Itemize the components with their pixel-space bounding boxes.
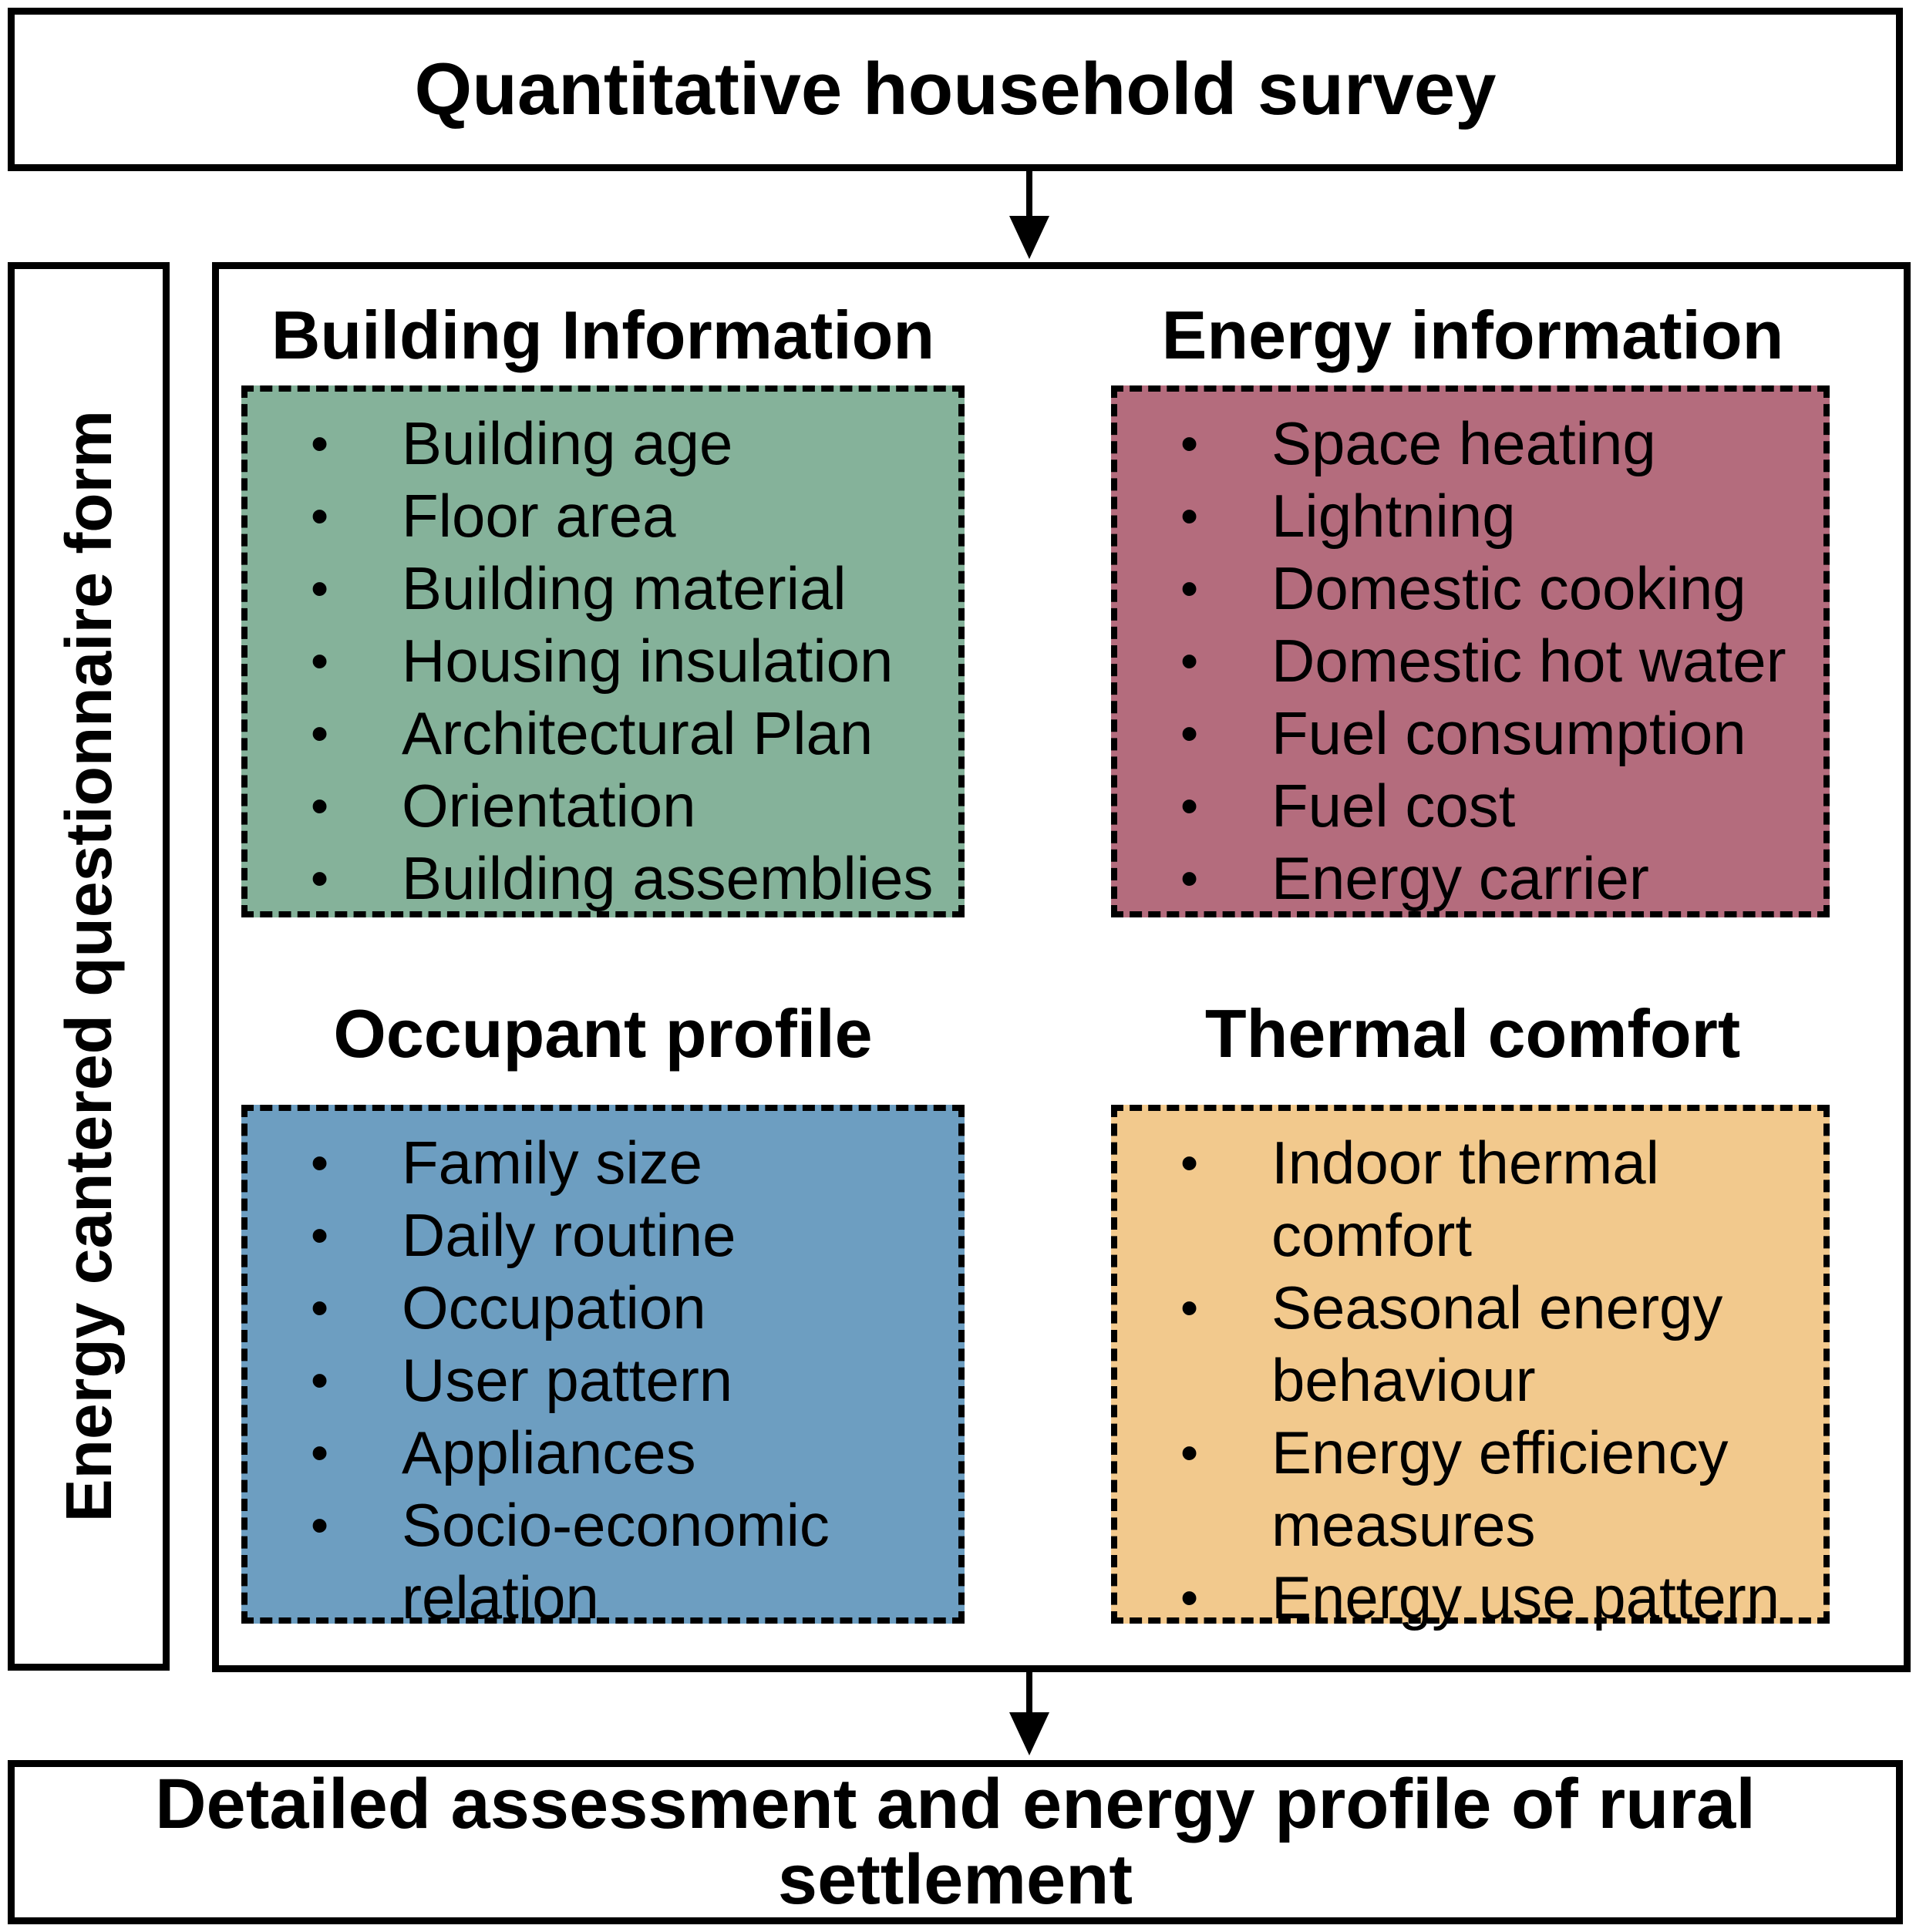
list-item-label: Building age: [402, 409, 733, 477]
list-item-label: Occupation: [402, 1274, 706, 1341]
list-item-label: Building assemblies: [402, 844, 934, 912]
list-item: • Architectural Plan: [297, 697, 948, 769]
list-item: • Energy carrier: [1167, 842, 1813, 914]
arrow-shaft: [1026, 1669, 1032, 1714]
list-item: • Socio-economic relation: [297, 1489, 948, 1634]
list-item-label: Space heating: [1271, 409, 1656, 477]
list-item-label: Energy carrier: [1271, 844, 1649, 912]
bullet-icon: •: [311, 1351, 329, 1409]
main-panel: Building Information • Building age • Fl…: [212, 262, 1911, 1672]
bullet-icon: •: [1180, 1569, 1199, 1626]
building-information-box: • Building age • Floor area • Building m…: [241, 385, 965, 917]
bullet-icon: •: [311, 415, 329, 472]
list-item: • Building material: [297, 552, 948, 624]
list-item: • Fuel consumption: [1167, 697, 1813, 769]
bullet-icon: •: [311, 1496, 329, 1553]
bullet-icon: •: [311, 1424, 329, 1481]
list-item: • Space heating: [1167, 407, 1813, 480]
arrow-down-1: [1009, 171, 1049, 259]
list-item-label: Fuel consumption: [1271, 699, 1746, 767]
bullet-icon: •: [1180, 1134, 1199, 1191]
arrow-down-2: [1009, 1669, 1049, 1760]
list-item-label: Floor area: [402, 482, 676, 550]
bullet-icon: •: [311, 1279, 329, 1336]
occupant-profile-box: • Family size • Daily routine • Occupati…: [241, 1105, 965, 1631]
bottom-box-label: Detailed assessment and energy profile o…: [155, 1764, 1756, 1919]
list-item-label: Building material: [402, 554, 847, 622]
list-item-label: Architectural Plan: [402, 699, 874, 767]
list-item-label: Domestic cooking: [1271, 554, 1746, 622]
bullet-icon: •: [1180, 777, 1199, 834]
bullet-icon: •: [1180, 1279, 1199, 1336]
list-item-label: Lightning: [1271, 482, 1516, 550]
list-item: • Appliances: [297, 1416, 948, 1489]
bullet-icon: •: [1180, 487, 1199, 544]
bullet-icon: •: [311, 1134, 329, 1191]
bullet-icon: •: [311, 850, 329, 907]
list-item: • User pattern: [297, 1344, 948, 1416]
bullet-icon: •: [1180, 560, 1199, 617]
list-item-label: Energy efficiency measures: [1271, 1419, 1729, 1559]
list-item: • Fuel cost: [1167, 769, 1813, 842]
bullet-icon: •: [311, 777, 329, 834]
top-box-label: Quantitative household survey: [414, 47, 1497, 130]
list-item: • Occupation: [297, 1271, 948, 1344]
bullet-icon: •: [311, 705, 329, 762]
list-item: • Indoor thermal comfort: [1167, 1126, 1813, 1271]
section-title-thermal-comfort: Thermal comfort: [1204, 995, 1741, 1072]
list-item: • Domestic hot water: [1167, 624, 1813, 697]
list-item-label: Orientation: [402, 772, 696, 840]
list-item-label: Indoor thermal comfort: [1271, 1129, 1659, 1269]
list-item-label: Domestic hot water: [1271, 627, 1786, 695]
top-box: Quantitative household survey: [8, 8, 1903, 171]
list-item: • Housing insulation: [297, 624, 948, 697]
bottom-box: Detailed assessment and energy profile o…: [8, 1760, 1903, 1924]
list-item: • Orientation: [297, 769, 948, 842]
arrow-head-icon: [1009, 216, 1049, 259]
section-title-occupant-profile: Occupant profile: [333, 995, 873, 1072]
bullet-icon: •: [311, 1207, 329, 1264]
list-item-label: Socio-economic relation: [402, 1491, 830, 1631]
list-item: • Family size: [297, 1126, 948, 1199]
list-item-label: User pattern: [402, 1346, 733, 1414]
bullet-icon: •: [311, 487, 329, 544]
list-item-label: Energy use pattern: [1271, 1563, 1780, 1631]
arrow-shaft: [1026, 171, 1032, 217]
list-item: • Building assemblies: [297, 842, 948, 914]
bullet-icon: •: [1180, 705, 1199, 762]
list-item-label: Housing insulation: [402, 627, 894, 695]
thermal-comfort-box: • Indoor thermal comfort • Seasonal ener…: [1111, 1105, 1830, 1631]
bullet-icon: •: [1180, 1424, 1199, 1481]
list-item-label: Seasonal energy behaviour: [1271, 1274, 1723, 1414]
list-item-label: Appliances: [402, 1419, 696, 1486]
list-item: • Seasonal energy behaviour: [1167, 1271, 1813, 1416]
section-title-building-information: Building Information: [271, 297, 935, 373]
energy-information-box: • Space heating • Lightning • Domestic c…: [1111, 385, 1830, 917]
list-item: • Building age: [297, 407, 948, 480]
list-item: • Energy efficiency measures: [1167, 1416, 1813, 1561]
list-item-label: Daily routine: [402, 1201, 736, 1269]
bullet-icon: •: [311, 632, 329, 689]
list-item: • Energy use pattern: [1167, 1561, 1813, 1634]
bullet-icon: •: [311, 560, 329, 617]
sidebar-questionnaire-form: Energy cantered questionnaire form: [8, 262, 170, 1671]
list-item: • Daily routine: [297, 1199, 948, 1271]
list-item-label: Family size: [402, 1129, 703, 1197]
list-item: • Domestic cooking: [1167, 552, 1813, 624]
bullet-icon: •: [1180, 415, 1199, 472]
list-item-label: Fuel cost: [1271, 772, 1516, 840]
sidebar-label: Energy cantered questionnaire form: [52, 410, 125, 1523]
section-title-energy-information: Energy information: [1161, 297, 1784, 373]
list-item: • Floor area: [297, 480, 948, 552]
list-item: • Lightning: [1167, 480, 1813, 552]
arrow-head-icon: [1009, 1712, 1049, 1755]
bullet-icon: •: [1180, 850, 1199, 907]
bullet-icon: •: [1180, 632, 1199, 689]
